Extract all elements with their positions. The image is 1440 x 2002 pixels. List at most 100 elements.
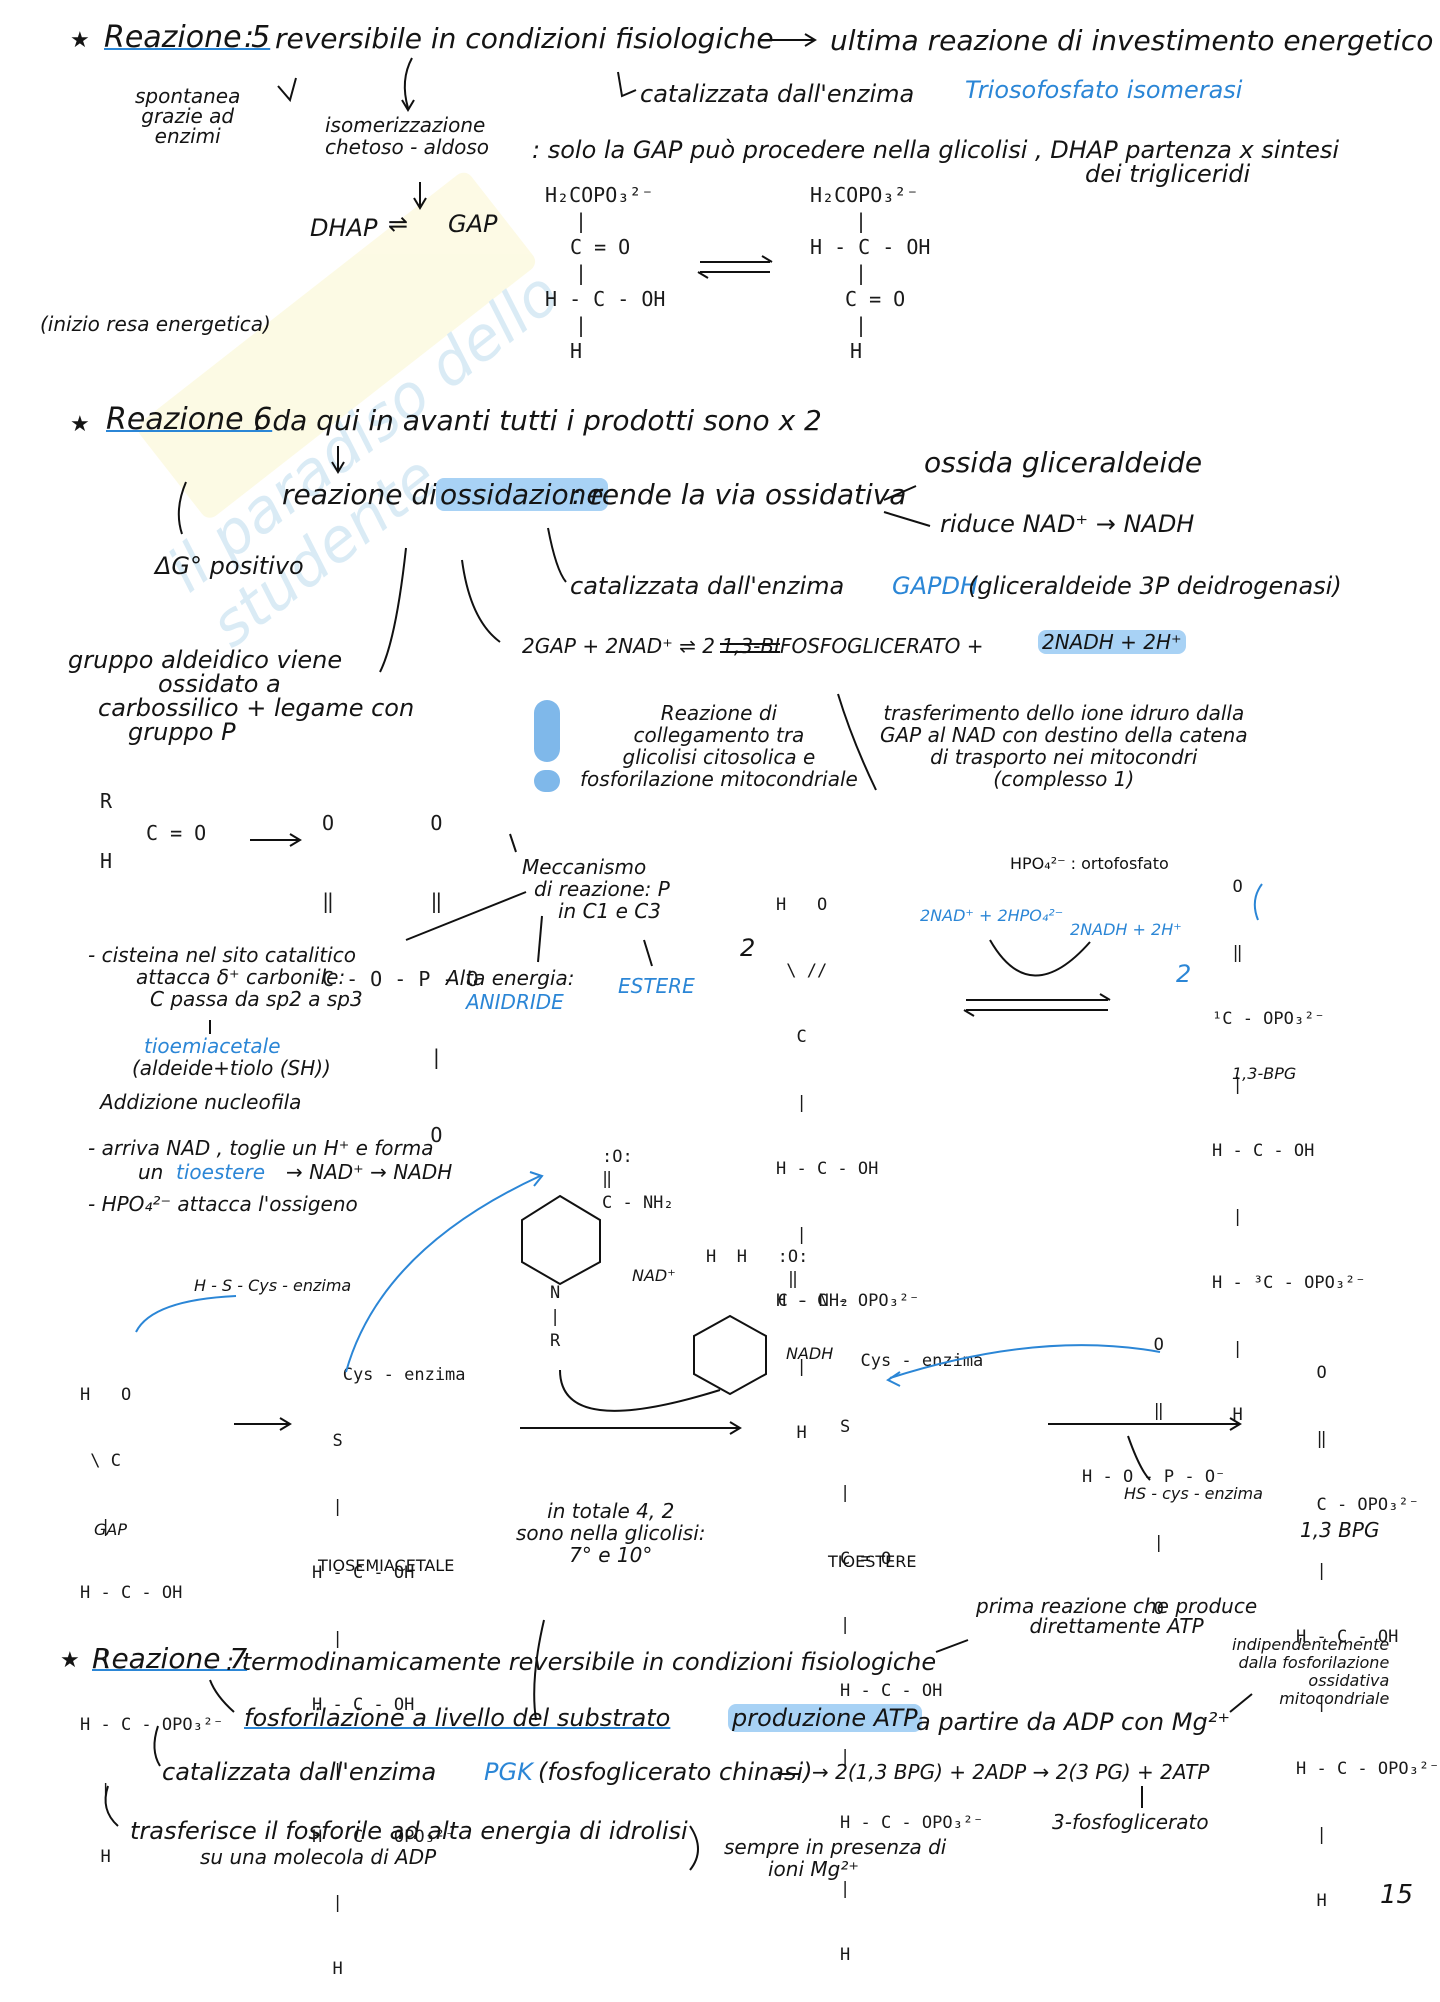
mech-thioester-label: TIOESTERE — [828, 1552, 917, 1571]
phosphate-line: O — [1082, 1599, 1164, 1619]
magnesium-line: ioni Mg²⁺ — [768, 1857, 859, 1881]
delta-g-positive: ΔG° positivo — [155, 552, 304, 580]
nad-arrives-note: - arriva NAD , toglie un H⁺ e forma — [88, 1136, 434, 1160]
arrow-aldehyde — [379, 547, 407, 673]
arrow-mechanism — [509, 833, 517, 853]
arrowhead — [279, 1417, 292, 1431]
reaction-5-catalyst-pre: catalizzata dall'enzima — [640, 80, 915, 108]
mech-gap-line: H O — [80, 1385, 132, 1405]
thioester-pre: un — [138, 1160, 164, 1184]
mech-tioemi-line: H - C - OH — [312, 1563, 415, 1583]
brace-collegamento — [837, 693, 877, 791]
first-atp-line: direttamente ATP — [1029, 1614, 1204, 1638]
reaction-7-desc: : termodinamicamente reversibile in cond… — [226, 1648, 937, 1676]
first-atp-line: prima reazione che produce — [976, 1594, 1258, 1618]
bpg-top-line: | — [1212, 1207, 1243, 1227]
arrow-high-energy — [537, 915, 543, 963]
mech-tioemi-line: H - C - OPO₃²⁻ — [312, 1827, 456, 1847]
total-line: 7° e 10° — [569, 1543, 653, 1567]
spontanea-line-3: enzimi — [154, 124, 221, 148]
nad-label: NAD⁺ — [632, 1266, 676, 1285]
oxidation-highlight: ossidazione — [436, 478, 608, 511]
reaction-6-equation: 2GAP + 2NAD⁺ ⇌ 2 1,3-BIFOSFOGLICERATO + — [522, 634, 984, 658]
thiohemiacetal-label: tioemiacetale — [144, 1034, 281, 1058]
bpg-top-line: ‖ — [1212, 943, 1243, 963]
dhap-structure: H₂COPO₃²⁻ | C = O | H - C - OH | H — [545, 182, 665, 364]
aldehyde-R: R — [100, 789, 113, 813]
acylp-line: ‖ ‖ — [322, 889, 443, 913]
hydride-transfer-note: trasferimento dello ione idruro dalla GA… — [880, 702, 1248, 790]
arrow-catalyst — [547, 527, 567, 583]
arrow-r5-catalyst — [617, 71, 637, 98]
reaction-5-catalyst: Triosofosfato isomerasi — [965, 76, 1243, 104]
phosphate-line: ‖ — [1082, 1401, 1164, 1421]
mech-thioester-line: H — [840, 1945, 851, 1965]
oxidation-post: : rende la via ossidativa — [572, 478, 907, 511]
mechanism-line: di reazione: P — [534, 877, 670, 901]
exclamation-bar — [534, 700, 560, 762]
two-coefficient-right: 2 — [1176, 960, 1192, 988]
dhap-struct-line: | — [575, 209, 588, 233]
arrowhead — [729, 1421, 742, 1435]
acylp-line: O — [322, 1123, 443, 1147]
anhydride-label: ANIDRIDE — [466, 990, 564, 1014]
arrow-products-label: 2NADH + 2H⁺ — [1070, 920, 1182, 939]
aldehyde-line: gruppo aldeidico viene — [68, 646, 343, 674]
oxidizes-glyceraldehyde: ossida gliceraldeide — [924, 446, 1203, 479]
link-line: fosforilazione mitocondriale — [580, 767, 858, 791]
gap-small-line: | — [776, 1225, 807, 1245]
mech-tioemi-line: | — [312, 1893, 343, 1913]
hydride-line: GAP al NAD con destino della catena — [880, 723, 1248, 747]
pyridine-ring-nadh — [693, 1314, 767, 1396]
arrowhead-blue — [529, 1171, 544, 1187]
arrowhead-blue — [886, 1371, 901, 1387]
nadh-label: NADH — [786, 1344, 834, 1363]
nad-R: R — [550, 1331, 561, 1351]
reaction-5-colon: : — [244, 20, 255, 55]
arrow-cysteine — [405, 891, 527, 941]
gap-struct-line: | — [855, 261, 868, 285]
reaction-5-note-2: dei trigliceridi — [1085, 160, 1251, 188]
dhap-struct-line: | — [575, 313, 588, 337]
acylp-line: C - O - P - O — [322, 967, 479, 991]
mech-gap-line: H - C - OPO₃²⁻ — [80, 1715, 224, 1735]
arrow-reduces — [883, 511, 931, 527]
mech-bpg-line: O — [1296, 1363, 1327, 1383]
reaction-6-bullet: ★ — [70, 412, 90, 437]
arrow-indip — [1229, 1693, 1253, 1713]
mech-thioester-line: H - C - OH — [840, 1681, 943, 1701]
first-atp-note: prima reazione che produce direttamente … — [976, 1596, 1257, 1636]
isomerization-label: isomerizzazione chetoso - aldoso — [325, 114, 489, 158]
aldehyde-group-note: gruppo aldeidico viene ossidato a carbos… — [68, 648, 414, 744]
reaction-5-desc: reversibile in condizioni fisiologiche — [275, 22, 774, 55]
gap-struct-line: C = O — [845, 287, 906, 311]
bpg-top-line: H — [1212, 1405, 1243, 1425]
hs-cys-enzyme-label: HS - cys - enzima — [1124, 1484, 1263, 1503]
arrow-ester — [643, 939, 653, 967]
thioester-label: tioestere — [176, 1160, 266, 1184]
mech-bpg-line: H - C - OPO₃²⁻ — [1296, 1759, 1440, 1779]
check-mark — [277, 77, 297, 103]
acylp-line: | — [322, 1045, 443, 1069]
gap-small-line: H - C - OPO₃²⁻ — [776, 1291, 920, 1311]
gap-struct-line: H — [850, 339, 863, 363]
gapdh-enzyme: GAPDH — [892, 572, 979, 600]
arrow-r5-isomer — [403, 57, 413, 109]
bpg-top-label: 1,3-BPG — [1232, 1064, 1297, 1083]
link-line: collegamento tra — [633, 723, 805, 747]
equilibrium-arrows-r5 — [700, 261, 770, 273]
mech-gap-structure: H O \ C | H - C - OH | H - C - OPO₃²⁻ | … — [80, 1340, 223, 1890]
nad-amide: C - NH₂ — [602, 1193, 674, 1213]
nad-ring-N: N — [550, 1283, 561, 1303]
hydride-line: trasferimento dello ione idruro dalla — [883, 701, 1245, 725]
dhap-struct-line: H — [570, 339, 583, 363]
independent-line: ossidativa — [1308, 1671, 1390, 1690]
mech-gap-label: GAP — [94, 1520, 127, 1539]
cysteine-attack-note: - cisteina nel sito catalitico attacca δ… — [88, 944, 363, 1010]
reaction-5-note: : solo la GAP può procedere nella glicol… — [532, 136, 1339, 164]
cysteine-line: attacca δ⁺ carbonile: — [136, 965, 346, 989]
reaction-5-bullet: ★ — [70, 28, 90, 53]
arrow-r7-cat — [153, 1725, 161, 1767]
mech-bpg-line: H - C - OH — [1296, 1627, 1399, 1647]
mech-gap-line: | — [80, 1649, 111, 1669]
